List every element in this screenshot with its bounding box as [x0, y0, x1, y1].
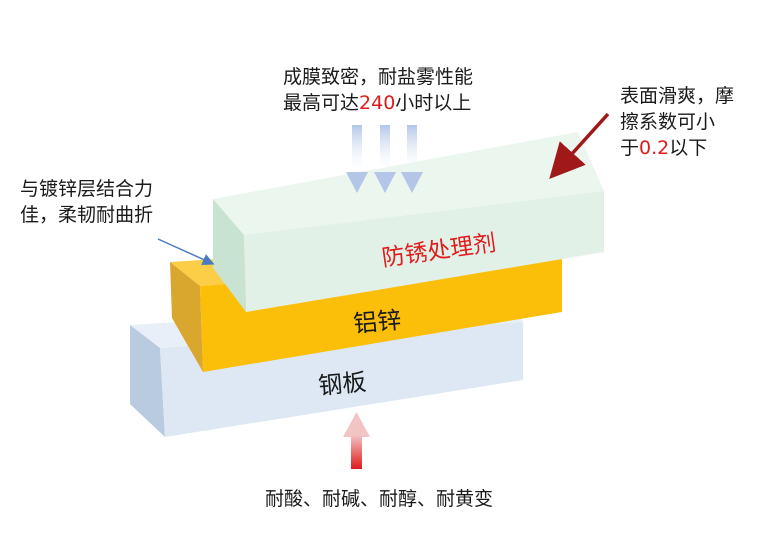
- coating-front-face: [244, 191, 604, 312]
- top-callout-line1: 成膜致密，耐盐雾性能: [283, 66, 474, 88]
- right-callout-line2: 擦系数可小: [620, 111, 716, 133]
- salt-spray-hours-value: 240: [359, 92, 396, 114]
- down-arrow-icon: [401, 125, 423, 193]
- top-callout-line2: 最高可达240小时以上: [283, 92, 472, 114]
- steel-label: 钢板: [317, 368, 367, 400]
- bottom-callout: 耐酸、耐碱、耐醇、耐黄变: [265, 488, 494, 510]
- left-pointer-arrow-icon: [157, 238, 215, 266]
- right-pointer-arrow-icon: [549, 112, 610, 179]
- right-callout-line1: 表面滑爽，摩: [620, 85, 735, 107]
- alzn-side-face: [170, 262, 203, 372]
- right-callout: 表面滑爽，摩 擦系数可小 于0.2以下: [620, 83, 734, 161]
- down-arrow-icon: [374, 125, 396, 193]
- left-callout-line1: 与镀锌层结合力: [20, 178, 154, 200]
- down-arrow-icon: [346, 125, 368, 193]
- coating-side-face: [213, 199, 246, 312]
- right-callout-line3: 于0.2以下: [620, 137, 708, 159]
- steel-side-face: [130, 325, 165, 437]
- top-arrows: [346, 125, 423, 193]
- up-arrow-icon: [343, 412, 370, 469]
- left-callout: 与镀锌层结合力 佳，柔韧耐曲折: [20, 176, 153, 228]
- alzn-label: 铝锌: [352, 306, 402, 338]
- friction-coefficient-value: 0.2: [639, 137, 670, 159]
- left-callout-line2: 佳，柔韧耐曲折: [20, 204, 154, 226]
- top-callout: 成膜致密，耐盐雾性能 最高可达240小时以上: [283, 64, 473, 116]
